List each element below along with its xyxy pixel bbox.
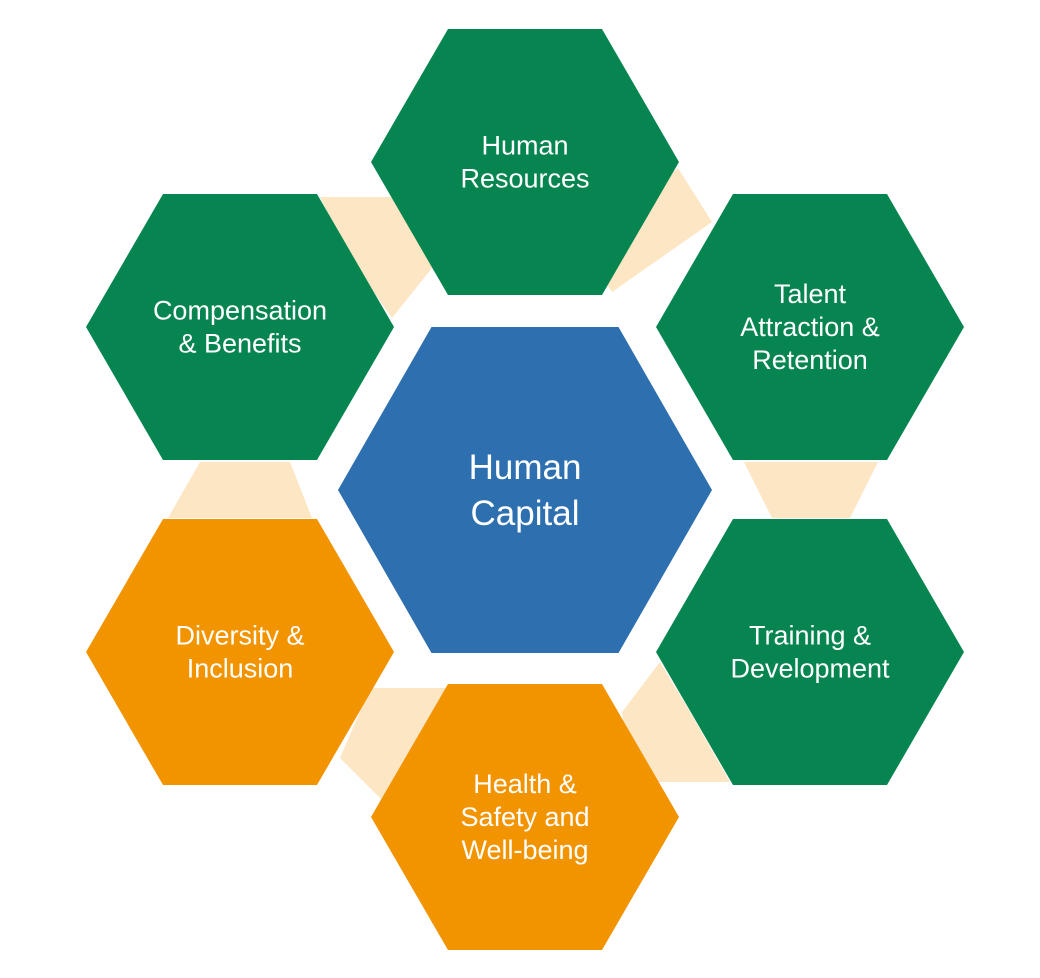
label-line: Compensation	[153, 296, 327, 326]
label-line: Safety and	[460, 802, 589, 832]
connector-talent-training	[744, 462, 878, 518]
center-label-line: Human	[469, 448, 582, 487]
label-line: Attraction &	[740, 312, 880, 342]
label-training-development: Training &Development	[730, 621, 890, 684]
label-line: Development	[730, 654, 890, 684]
label-line: Human	[481, 131, 568, 161]
label-line: Retention	[752, 345, 868, 375]
hex-human-resources	[371, 29, 679, 295]
hex-health-safety-wellbeing	[371, 684, 679, 950]
hexagon-layer	[86, 29, 964, 950]
label-line: Diversity &	[175, 621, 304, 651]
connector-diversity-comp	[168, 462, 312, 518]
center-label-line: Capital	[471, 494, 580, 533]
label-line: Resources	[460, 164, 589, 194]
hex-training-development	[656, 519, 964, 785]
hex-diversity-inclusion	[86, 519, 394, 785]
label-line: & Benefits	[178, 329, 301, 359]
connector-health-diversity	[340, 688, 450, 808]
hex-human-capital	[338, 327, 712, 653]
label-compensation-benefits: Compensation& Benefits	[153, 296, 327, 359]
label-line: Health &	[473, 769, 577, 799]
label-line: Well-being	[461, 835, 588, 865]
label-line: Training &	[749, 621, 871, 651]
label-line: Inclusion	[187, 654, 294, 684]
label-diversity-inclusion: Diversity &Inclusion	[175, 621, 304, 684]
connector-training-health	[622, 662, 730, 782]
hex-compensation-benefits	[86, 194, 394, 460]
hex-talent-attraction-retention	[656, 194, 964, 460]
label-line: Talent	[774, 279, 847, 309]
